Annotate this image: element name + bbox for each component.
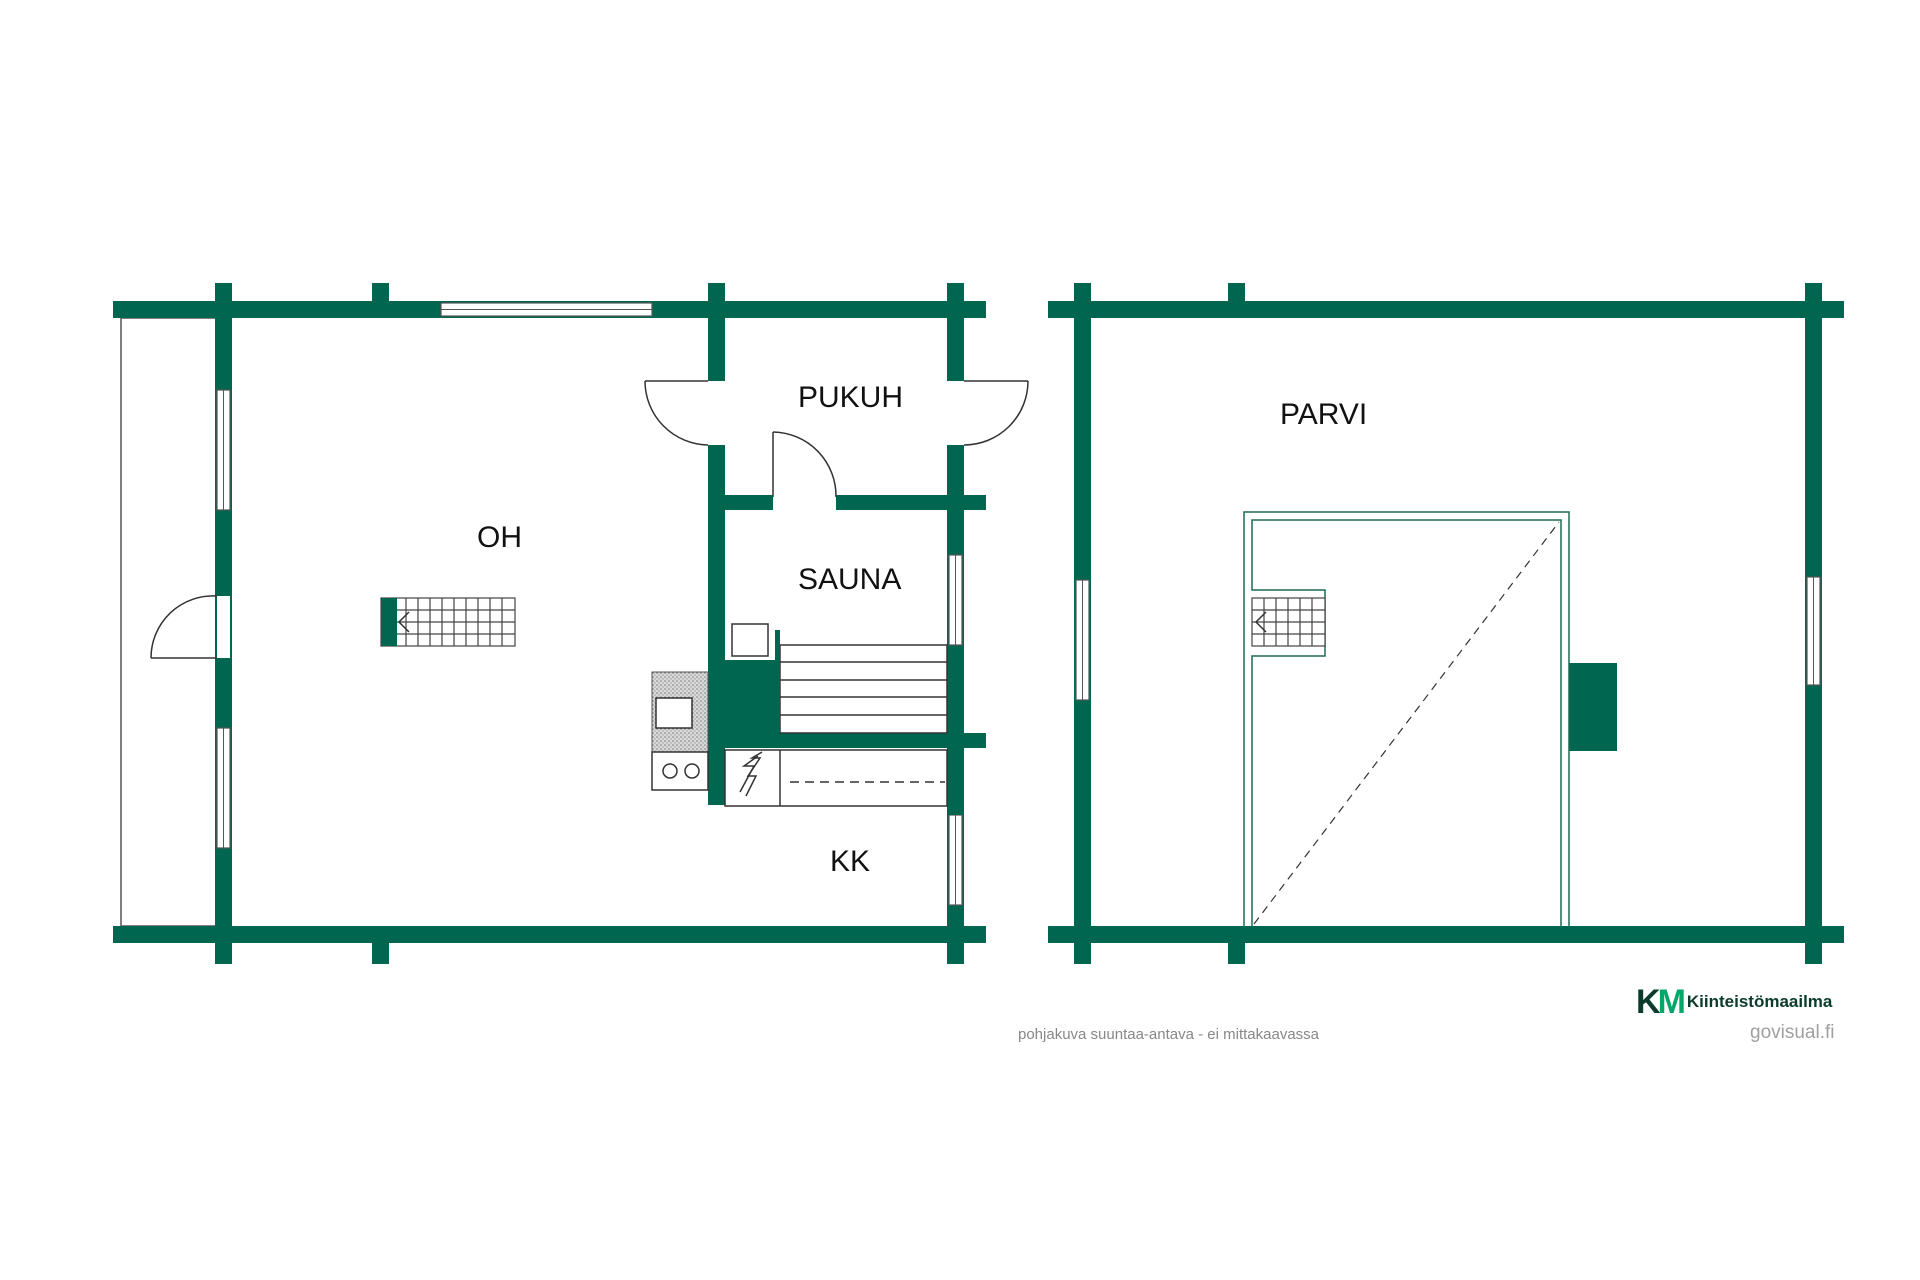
bench-edge bbox=[775, 630, 780, 733]
brand-mark: KM bbox=[1636, 983, 1686, 1021]
room-label-kk: KK bbox=[830, 845, 870, 878]
brand-mark-m: M bbox=[1657, 983, 1686, 1021]
window-left-upper bbox=[216, 389, 231, 511]
sauna-door bbox=[772, 431, 837, 498]
kitchenette bbox=[651, 671, 709, 791]
loft-stair-arrow bbox=[1254, 611, 1267, 633]
staircase bbox=[380, 597, 516, 647]
loft-window-right bbox=[1806, 576, 1821, 686]
chimney bbox=[1569, 663, 1617, 751]
window-top bbox=[440, 302, 653, 317]
loft-staircase bbox=[1251, 597, 1326, 647]
ground-floor-plan: OH PUKUH SAUNA KK bbox=[113, 283, 1029, 964]
loft-void bbox=[1243, 511, 1570, 926]
brand-name: Kiinteistömaailma bbox=[1686, 992, 1833, 1011]
partition-pukuh-sauna-right bbox=[836, 495, 986, 510]
wall-right-between-windows bbox=[947, 748, 964, 815]
partition-sauna-kk bbox=[725, 733, 986, 748]
brand-logo: KM Kiinteistömaailma bbox=[1636, 985, 1832, 1019]
pukuh-door-right bbox=[947, 380, 1029, 446]
stair-arrow bbox=[397, 611, 410, 633]
partition-pukuh-sauna-left bbox=[708, 495, 773, 510]
partition-wall-lower bbox=[708, 445, 725, 805]
window-kk bbox=[948, 814, 963, 906]
room-label-parvi: PARVI bbox=[1280, 398, 1367, 431]
log-end bbox=[1228, 283, 1245, 308]
partition-wall-upper bbox=[708, 301, 725, 381]
brand-mark-k: K bbox=[1636, 983, 1661, 1021]
staircase-landing bbox=[381, 598, 397, 646]
loft-wall-top bbox=[1048, 301, 1844, 318]
loft-window-left bbox=[1075, 579, 1090, 701]
wall-bottom bbox=[113, 926, 986, 943]
sauna-stove-block bbox=[725, 660, 780, 733]
window-sauna bbox=[948, 554, 963, 646]
terrace-outline bbox=[120, 317, 225, 927]
room-label-pukuh: PUKUH bbox=[798, 381, 903, 414]
sauna-benches bbox=[779, 644, 948, 734]
room-label-oh: OH bbox=[477, 521, 522, 554]
window-left-lower bbox=[216, 727, 231, 849]
pukuh-door-left bbox=[644, 380, 725, 446]
log-end bbox=[372, 935, 389, 964]
log-end bbox=[1228, 935, 1245, 964]
kk-counter bbox=[724, 749, 948, 807]
sauna-stove-top bbox=[731, 623, 769, 657]
credit-text: govisual.fi bbox=[1750, 1022, 1835, 1043]
loft-wall-bottom bbox=[1048, 926, 1844, 943]
room-label-sauna: SAUNA bbox=[798, 563, 901, 596]
wall-right-upper-segment bbox=[947, 301, 964, 381]
entrance-door bbox=[150, 595, 230, 659]
log-end bbox=[372, 283, 389, 308]
loft-floor-plan: PARVI bbox=[1048, 283, 1844, 964]
disclaimer-text: pohjakuva suuntaa-antava - ei mittakaava… bbox=[1018, 1026, 1320, 1043]
